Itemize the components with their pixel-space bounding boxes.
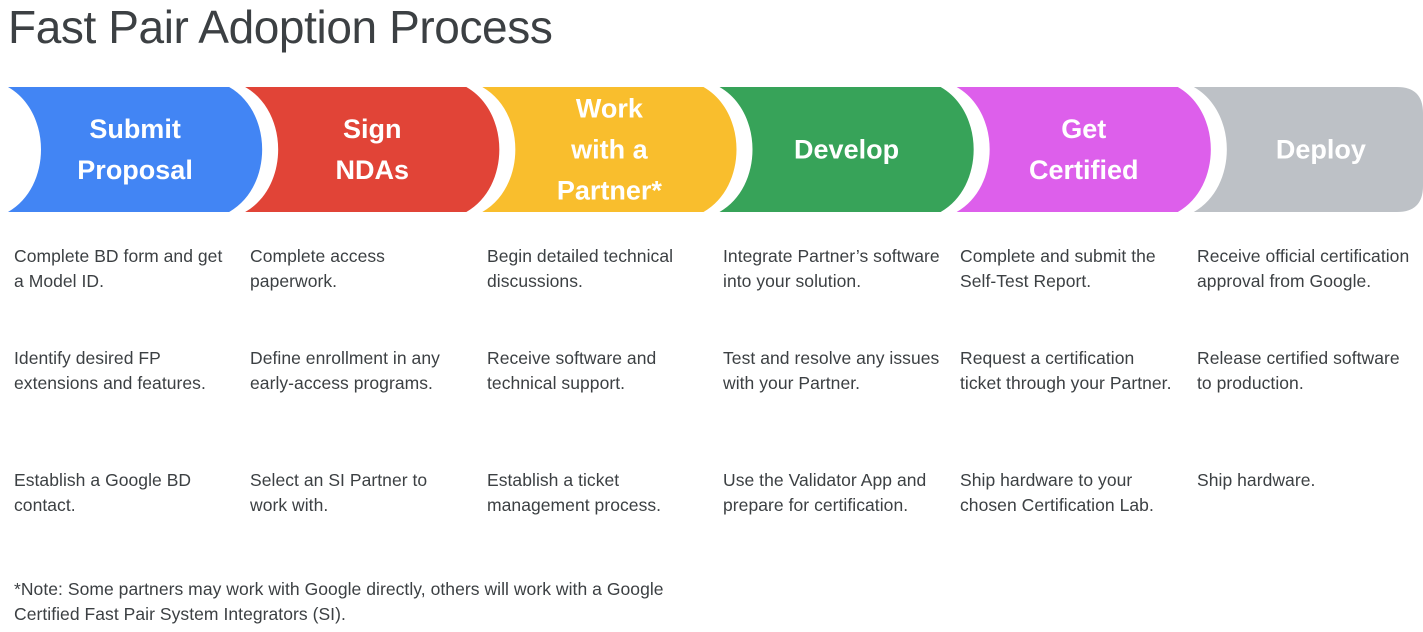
detail-item: Test and resolve any issues with your Pa… xyxy=(723,348,940,393)
detail-item: Begin detailed technical discussions. xyxy=(487,246,674,291)
detail-item: Define enrollment in any early-access pr… xyxy=(250,348,440,393)
process-stage-sign-ndas[interactable] xyxy=(245,87,500,212)
detail-item: Ship hardware. xyxy=(1197,470,1316,490)
process-stage-deploy[interactable] xyxy=(1193,87,1423,212)
detail-item: Receive official certification approval … xyxy=(1197,246,1410,291)
detail-item: Identify desired FP extensions and featu… xyxy=(14,348,206,393)
process-stage-submit-proposal[interactable] xyxy=(8,87,263,212)
detail-item: Receive software and technical support. xyxy=(487,348,657,393)
detail-item: Release certified software to production… xyxy=(1197,348,1400,393)
detail-item: Request a certification ticket through y… xyxy=(960,348,1172,393)
detail-item: Complete access paperwork. xyxy=(250,246,385,291)
process-stage-work-with-a-partner[interactable] xyxy=(482,87,737,212)
detail-item: Use the Validator App and prepare for ce… xyxy=(723,470,927,515)
process-stage-get-certified[interactable] xyxy=(956,87,1211,212)
detail-item: Ship hardware to your chosen Certificati… xyxy=(960,470,1154,515)
page-title: Fast Pair Adoption Process xyxy=(8,1,553,53)
detail-item: Integrate Partner’s software into your s… xyxy=(723,246,940,291)
detail-item: Complete BD form and get a Model ID. xyxy=(14,246,223,291)
process-banner-shapes xyxy=(8,87,1423,212)
process-stage-develop[interactable] xyxy=(719,87,974,212)
detail-item: Establish a ticket management process. xyxy=(487,470,662,515)
detail-item: Complete and submit the Self-Test Report… xyxy=(960,246,1156,291)
detail-item: Establish a Google BD contact. xyxy=(14,470,192,515)
detail-item: Select an SI Partner to work with. xyxy=(250,470,428,515)
footnote: *Note: Some partners may work with Googl… xyxy=(14,579,664,624)
detail-columns: Complete BD form and get a Model ID. Iden… xyxy=(0,236,1423,546)
